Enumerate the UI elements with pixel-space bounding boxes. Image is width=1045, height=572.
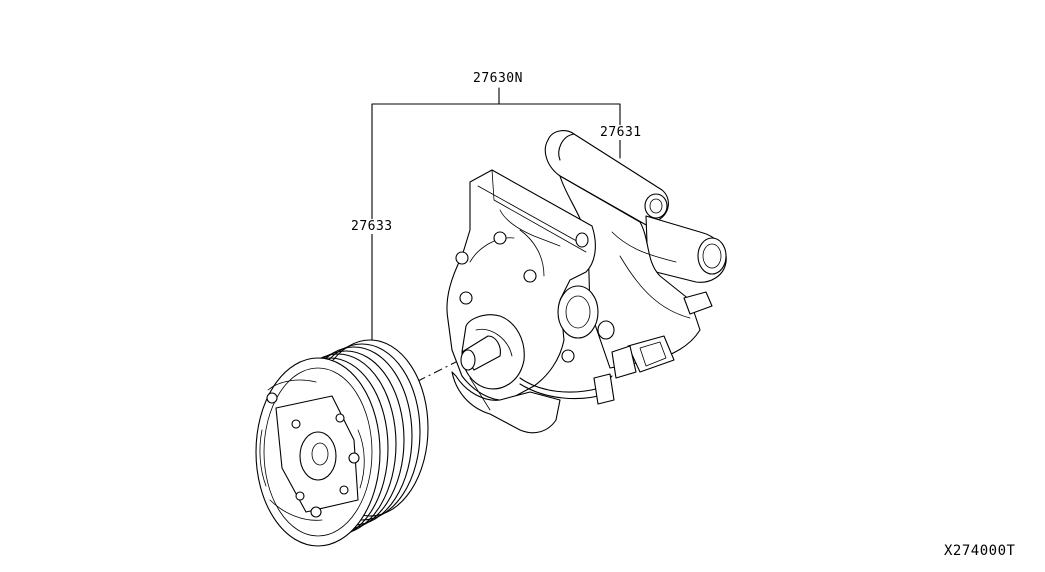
compressor-body-drawing bbox=[446, 130, 727, 434]
mounting-bolts bbox=[455, 231, 615, 417]
clutch-pulley-part-number-label: 27633 bbox=[349, 219, 395, 234]
assembly-part-number-label: 27630N bbox=[473, 71, 523, 86]
clutch-pulley-drawing bbox=[255, 339, 429, 547]
diagram-code-label: X274000T bbox=[944, 543, 1016, 559]
shaft-centerline bbox=[399, 356, 467, 391]
compressor-body-part-number-label: 27631 bbox=[598, 125, 644, 140]
